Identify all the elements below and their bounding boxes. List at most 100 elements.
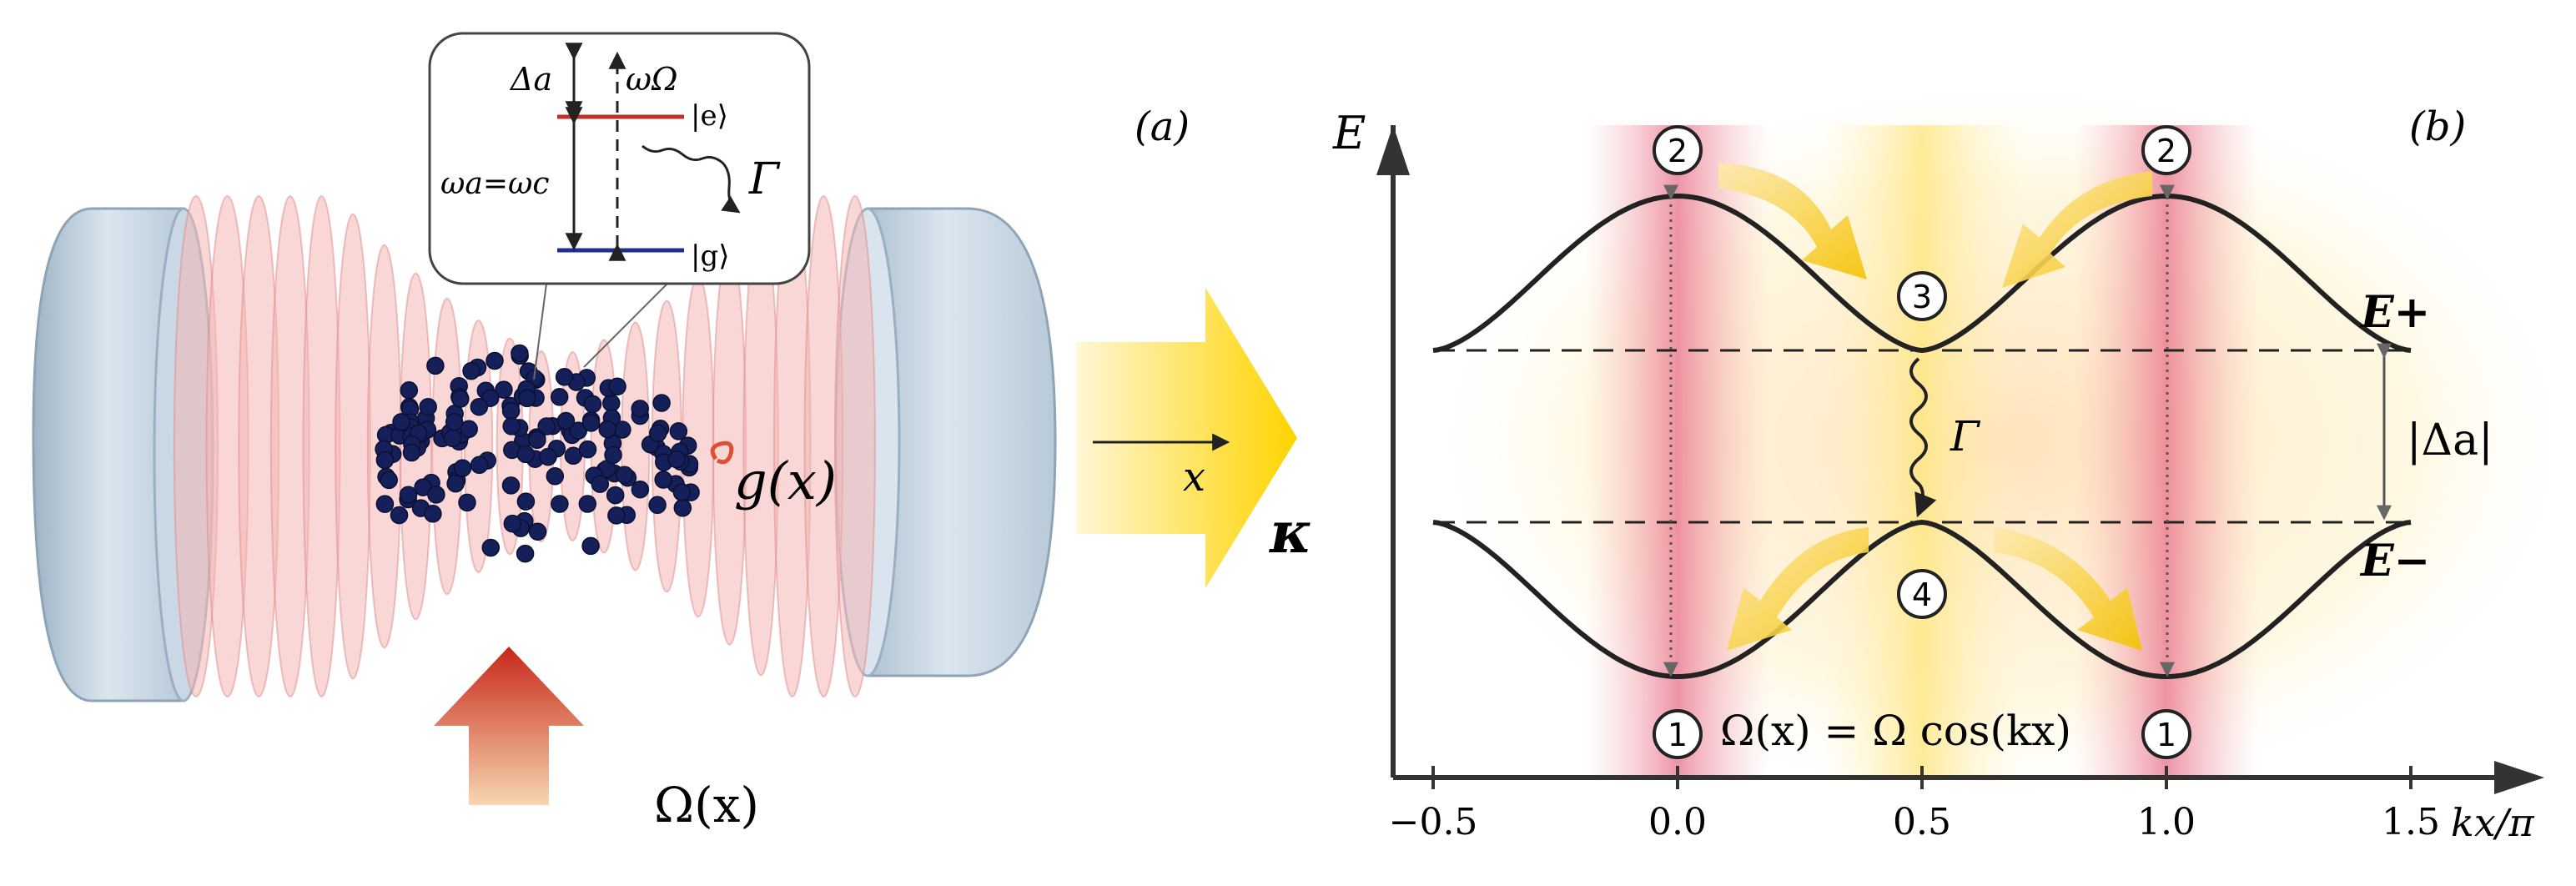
- atom: [652, 394, 671, 412]
- yellow-stripe: [1822, 125, 2022, 776]
- relaxation-arrows: [1718, 163, 2152, 651]
- atom: [402, 443, 421, 462]
- panel-a-label: (a): [1135, 103, 1190, 150]
- mode-disk: [335, 213, 371, 680]
- atom: [375, 495, 395, 513]
- atom: [583, 395, 602, 414]
- lower-band-curve: [1432, 519, 2412, 680]
- atom: [578, 495, 597, 513]
- atom: [528, 430, 546, 450]
- atom-cloud: [375, 344, 700, 563]
- upper-band-curve: [1432, 193, 2412, 354]
- x-tick-label: 1.0: [2137, 801, 2196, 843]
- atom: [516, 544, 535, 563]
- atom: [486, 351, 504, 370]
- atom: [555, 368, 574, 386]
- atom: [631, 480, 650, 499]
- x-tick-label: 1.5: [2382, 801, 2440, 843]
- step-marker-text: 2: [2156, 133, 2176, 169]
- formula-label: Ω(x) = Ω cos(kx): [1720, 707, 2071, 755]
- atom: [667, 450, 686, 469]
- atom: [528, 522, 547, 541]
- panel-b-label: (b): [2409, 103, 2466, 150]
- atom: [516, 492, 536, 511]
- pump-label: Ω(x): [654, 777, 759, 833]
- inset-gamma-label: Γ: [748, 154, 781, 204]
- atom: [426, 356, 445, 375]
- x-tick-label: −0.5: [1389, 801, 1478, 843]
- atom: [669, 422, 688, 440]
- atom: [654, 471, 672, 489]
- atom: [591, 475, 610, 493]
- relax-arrow-bottom-left: [1727, 527, 1869, 651]
- atom: [631, 400, 649, 418]
- atom: [392, 413, 410, 431]
- atom: [427, 486, 445, 504]
- atom: [511, 344, 529, 363]
- excited-state-label: |e⟩: [691, 99, 728, 133]
- atom: [481, 538, 501, 557]
- step-marker-m1b: 1: [2141, 709, 2191, 759]
- mode-disk: [834, 195, 876, 697]
- atom: [648, 424, 667, 443]
- atom: [460, 420, 478, 439]
- step-marker-m3: 3: [1897, 271, 1947, 321]
- step-marker-text: 2: [1668, 133, 1688, 169]
- atom: [581, 414, 601, 432]
- atom: [598, 420, 616, 439]
- step-marker-m4: 4: [1897, 569, 1947, 619]
- x-ticks: −0.5 0.0 0.5 1.0 1.5: [1389, 766, 2440, 843]
- atom: [615, 466, 634, 484]
- atom: [446, 474, 465, 493]
- atom: [578, 440, 597, 459]
- step-marker-text: 3: [1912, 279, 1932, 315]
- mode-disk: [742, 216, 779, 677]
- atom: [470, 456, 489, 475]
- atom: [516, 445, 535, 464]
- atom: [551, 495, 569, 513]
- atom: [606, 486, 625, 505]
- atom: [462, 361, 480, 380]
- atom: [445, 412, 464, 431]
- decay-wiggle-icon: [1909, 357, 1937, 518]
- atom: [451, 390, 470, 408]
- step-markers: 2 2 3 4 1 1: [1653, 125, 2191, 759]
- atom: [607, 506, 626, 525]
- atom: [546, 467, 565, 486]
- atom: [539, 447, 557, 466]
- atom: [518, 389, 536, 408]
- atom: [470, 397, 489, 416]
- atom: [424, 505, 442, 523]
- relax-arrow-top-left: [1718, 163, 1867, 279]
- omega-omega-label: ωΩ: [626, 61, 678, 98]
- atom: [581, 536, 600, 556]
- step-marker-text: 1: [1668, 717, 1688, 753]
- atom: [380, 471, 398, 490]
- coupling-swirl-icon: [710, 440, 734, 465]
- atom: [443, 429, 462, 448]
- gamma-label: Γ: [1950, 412, 1981, 461]
- atom: [556, 411, 576, 430]
- ground-state-label: |g⟩: [691, 239, 729, 273]
- panel-a: Δa ωΩ |e⟩ |g⟩ ωa=ωc Γ (a) g(x) x κ Ω(x): [32, 32, 1312, 833]
- relax-arrow-bottom-right: [1994, 527, 2142, 651]
- atom: [458, 493, 476, 512]
- atom: [550, 388, 569, 406]
- x-tick-label: 0.0: [1648, 801, 1707, 843]
- gap-label: |Δa|: [2407, 415, 2493, 466]
- x-tick-label: 0.5: [1893, 801, 1951, 843]
- upper-band-label: E+: [2359, 287, 2430, 338]
- mode-disk: [302, 195, 341, 697]
- step-marker-text: 4: [1912, 576, 1932, 613]
- atom: [537, 417, 556, 435]
- atom: [501, 476, 521, 495]
- step-marker-m1a: 1: [1653, 709, 1703, 759]
- atom: [399, 486, 418, 504]
- kappa-label: κ: [1268, 500, 1312, 566]
- atom: [419, 397, 437, 416]
- cavity-mode: [173, 195, 876, 697]
- x-axis-label: kx/π: [2451, 800, 2534, 845]
- atom: [375, 451, 395, 470]
